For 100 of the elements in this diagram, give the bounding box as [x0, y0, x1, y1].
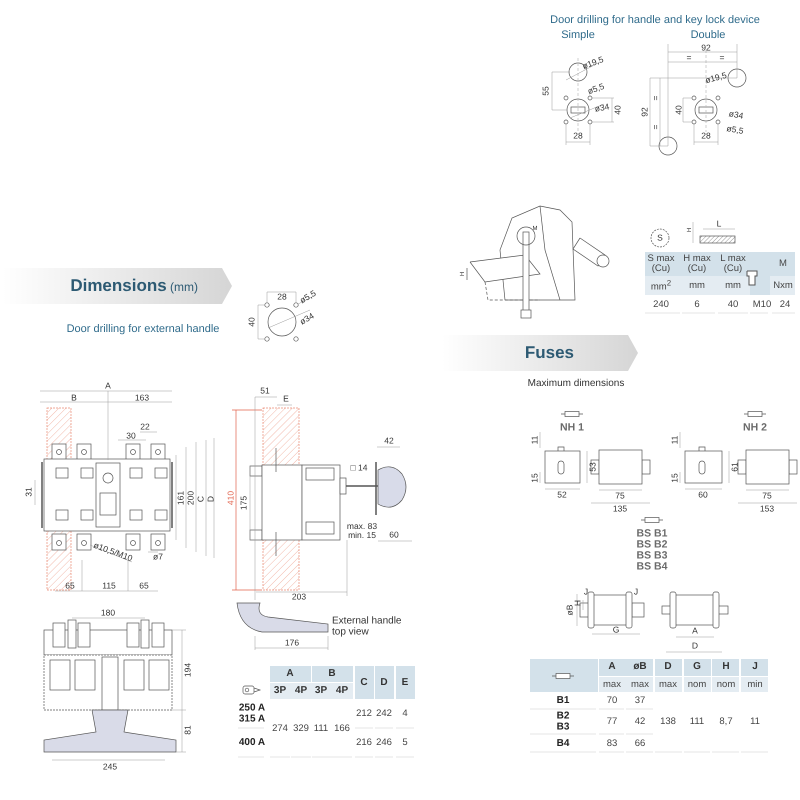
dimension-label: ø5,5 — [586, 82, 606, 96]
dimension-label: J — [584, 588, 588, 596]
table-row-header: 250 A 315 A — [238, 704, 266, 724]
dimension-label: 135 — [612, 504, 628, 514]
dimension-label: max. 83 min. 15 — [346, 522, 378, 540]
section-subtitle: Simple — [561, 30, 595, 42]
dimension-label: 245 — [102, 762, 118, 772]
table-row-header: 400 A — [238, 738, 266, 748]
table-row-header: B1 — [556, 696, 570, 706]
dimension-label: J — [634, 588, 638, 596]
table-cell: 11 — [750, 717, 760, 727]
dimension-label: 115 — [102, 582, 116, 590]
dimension-label: 28 — [573, 132, 583, 140]
dimension-label: 75 — [762, 492, 772, 500]
table-header-cell: max — [603, 680, 621, 690]
dimension-label: 40 — [674, 105, 684, 115]
table-header-cell: D — [664, 662, 672, 672]
dimension-label: ø7 — [153, 552, 163, 562]
dimension-label: 200 — [186, 490, 196, 506]
dimension-label: 81 — [184, 725, 192, 735]
table-cell: 40 — [728, 300, 738, 310]
table-header-cell: A — [286, 668, 294, 680]
table-header-cell: nom — [716, 680, 736, 690]
dimension-label: 176 — [284, 638, 300, 648]
table-row-header: B4 — [556, 738, 570, 750]
dimension-label: ø5,5 — [726, 124, 744, 136]
table-header-cell: 3P — [314, 686, 328, 696]
caption-text: External handle top view — [332, 616, 402, 638]
table-cell: 240 — [653, 300, 669, 310]
table-cell: 42 — [634, 717, 646, 727]
table-header-cell: max — [631, 680, 649, 690]
table-header-cell-text: S max (Cu) — [646, 254, 676, 274]
dimension-label: 11 — [670, 436, 680, 444]
table-header-cell: B — [328, 668, 336, 680]
table-header-cell: A — [608, 662, 616, 672]
table-header-cell: G — [693, 662, 701, 672]
fuse-type-label: NH 2 — [743, 422, 767, 434]
table-cell: 5 — [402, 738, 408, 748]
dimension-label: D — [692, 642, 698, 650]
dimension-label: S — [657, 234, 663, 242]
table-cell: M10 — [752, 300, 772, 310]
section-heading: Fuses — [524, 343, 574, 363]
dimension-label: = — [652, 96, 660, 100]
dimension-label: 161 — [176, 490, 186, 506]
table-header-cell: C — [360, 678, 368, 688]
table-cell: 83 — [606, 739, 618, 749]
dimension-label: øB — [566, 604, 574, 616]
dimension-label: 194 — [184, 662, 192, 678]
dimension-label: 40 — [248, 317, 256, 327]
dimension-label: ø34 — [594, 102, 610, 114]
dimension-label: 153 — [760, 504, 774, 514]
dimension-label: ø34 — [728, 109, 744, 121]
table-cell: 37 — [634, 696, 646, 706]
fuse-type-label: NH 1 — [560, 422, 584, 434]
dimension-label: 92 — [640, 107, 650, 117]
dimension-label: B — [71, 394, 77, 402]
caption-text: Maximum dimensions — [528, 378, 624, 390]
table-cell: 166 — [334, 724, 350, 734]
table-cell: 6 — [694, 300, 700, 310]
table-cell: 70 — [606, 696, 618, 706]
dimension-label: 30 — [126, 432, 136, 440]
dimension-label: 163 — [134, 394, 150, 402]
table-cell: 242 — [376, 709, 392, 719]
table-header-cell: min — [747, 680, 763, 690]
dimension-label: 31 — [24, 487, 34, 497]
dimension-label: 61 — [730, 462, 740, 472]
table-header-cell: max — [659, 680, 677, 690]
table-cell: 274 — [272, 724, 288, 734]
section-subtitle: Door drilling for external handle — [66, 324, 220, 336]
table-header-cell: D — [380, 678, 388, 688]
dimension-label: = — [652, 124, 660, 130]
table-cell: 24 — [780, 300, 790, 310]
dimension-label: 15 — [670, 473, 680, 483]
dimension-label: □ 14 — [350, 464, 368, 472]
table-header-cell: E — [402, 678, 408, 688]
section-subtitle: Door drilling for handle and key lock device — [550, 15, 760, 27]
dimension-label: 11 — [530, 436, 540, 444]
dimension-label: D — [206, 496, 216, 502]
dimension-label: E — [283, 394, 289, 404]
dimension-label: ø19,5 — [704, 70, 728, 86]
table-header-cell: Nxm — [773, 281, 793, 291]
dimension-label: 55 — [542, 86, 550, 96]
dimension-label: 75 — [615, 492, 625, 500]
dimension-label: 15 — [530, 473, 540, 483]
section-heading: Dimensions (mm) — [70, 276, 198, 296]
table-header-cell: J — [752, 662, 758, 672]
dimension-label: L — [716, 220, 722, 228]
table-header-cell-text: H max (Cu) — [682, 254, 712, 274]
table-cell: 246 — [376, 738, 392, 748]
dimension-label: 53 — [588, 462, 598, 472]
table-cell: 111 — [690, 717, 704, 727]
dimension-label: H — [574, 600, 582, 606]
dimension-label: 175 — [240, 496, 248, 510]
table-header-cell: 4P — [294, 686, 308, 696]
dimension-label: = — [720, 54, 724, 62]
dimension-label: 40 — [614, 105, 622, 115]
dimension-label: 42 — [384, 436, 394, 446]
table-cell: 329 — [293, 724, 309, 734]
dimension-label: 203 — [292, 592, 306, 602]
dimension-label: 28 — [701, 132, 711, 140]
